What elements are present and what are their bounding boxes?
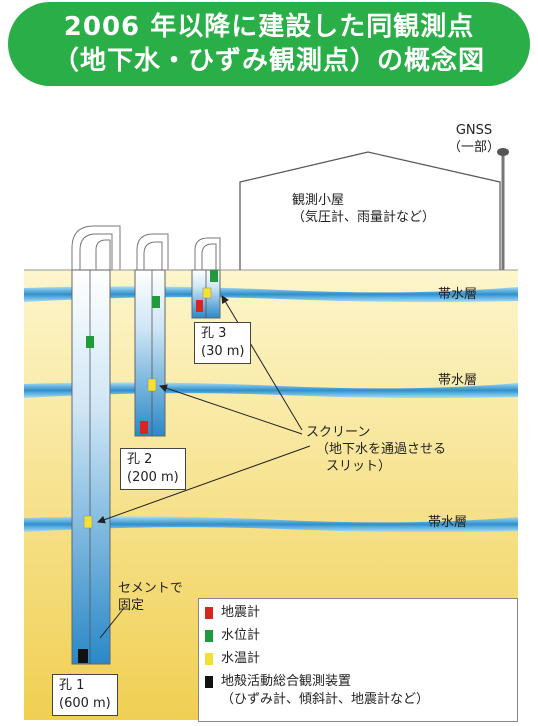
legend-swatch-black [205,676,213,688]
aquifer-label-1: 帯水層 [438,287,478,302]
title-line-2: （地下水・ひずみ観測点）の概念図 [52,46,485,76]
hole-1-label: 孔 1 (600 m) [52,674,118,716]
gnss-label: GNSS （一部） [448,122,500,156]
well-1-casing [71,269,111,665]
well-3-water-temp-gauge [202,287,212,299]
screen-note: スクリーン （地下水を通過させる スリット） [306,424,446,475]
aquifer-label-3: 帯水層 [428,515,468,530]
well-2-seismometer [140,421,148,434]
hole-2-depth: (200 m) [127,470,179,485]
legend-crustal-text: 地殻活動総合観測装置 （ひずみ計、傾斜計、地震計など） [221,673,429,709]
legend-swatch-green [205,630,213,642]
screen-note-line2: （地下水を通過させる [316,442,447,457]
screen-arrow-well-2 [159,384,303,435]
cement-note: セメントで 固定 [118,580,183,614]
hole-3-label: 孔 3 (30 m) [194,322,252,364]
screen-arrow-well-3 [221,295,303,431]
hole-2-label: 孔 2 (200 m) [120,448,186,490]
title-line-1: 2006 年以降に建設した同観測点 [63,12,475,42]
well-2-casing [134,269,166,437]
hut-label-line2: （気圧計、雨量計など） [292,210,436,225]
well-3-pipe [194,237,221,270]
gnss-label-line1: GNSS [455,123,493,138]
aquifer-label-2: 帯水層 [438,373,478,388]
legend-swatch-red [205,607,213,619]
screen-arrow-well-1 [97,445,311,524]
hut-label-line1: 観測小屋 [292,193,345,208]
hole-3-depth: (30 m) [201,344,245,359]
well-2-pipe [136,233,169,270]
hole-1-depth: (600 m) [59,696,111,711]
well-3-seismometer [196,300,203,312]
cement-note-line1: セメントで [118,581,183,596]
hole-3-name: 孔 3 [201,326,227,341]
observation-hut [239,151,501,270]
hole-2-name: 孔 2 [127,452,153,467]
well-1-water-temp-gauge [83,515,93,529]
well-2-water-level-gauge [152,296,160,308]
gnss-label-line2: （一部） [448,140,501,155]
legend-item-water-temp: 水温計 [205,650,517,668]
legend-label: 地殻活動総合観測装置 [221,674,352,689]
title-banner: 2006 年以降に建設した同観測点 （地下水・ひずみ観測点）の概念図 [8,2,530,86]
screen-note-line3: スリット） [326,459,392,474]
cement-note-line2: 固定 [118,598,145,613]
legend-swatch-yellow [205,653,213,665]
cement-pointer [99,607,125,639]
legend-label: 水温計 [221,651,261,666]
aquifer-band-3 [24,516,518,533]
gnss-antenna-icon [497,148,509,156]
legend: 地震計 水位計 水温計 地殻活動総合観測装置 （ひずみ計、傾斜計、地震計など） [198,598,518,722]
well-1-pipe [71,225,121,270]
well-1-crustal-observation-unit [78,649,88,663]
legend-item-crustal: 地殻活動総合観測装置 （ひずみ計、傾斜計、地震計など） [205,673,517,709]
hole-1-name: 孔 1 [59,678,85,693]
legend-item-seismometer: 地震計 [205,604,517,622]
legend-label: 水位計 [221,628,261,643]
hut-label: 観測小屋 （気圧計、雨量計など） [292,192,435,226]
legend-item-water-level: 水位計 [205,627,517,645]
well-1-water-level-gauge [86,336,94,348]
screen-note-line1: スクリーン [306,425,371,440]
well-2-water-temp-gauge [147,378,157,392]
legend-note: （ひずみ計、傾斜計、地震計など） [221,692,430,707]
legend-label: 地震計 [221,605,261,620]
well-3-water-level-gauge [210,270,218,282]
